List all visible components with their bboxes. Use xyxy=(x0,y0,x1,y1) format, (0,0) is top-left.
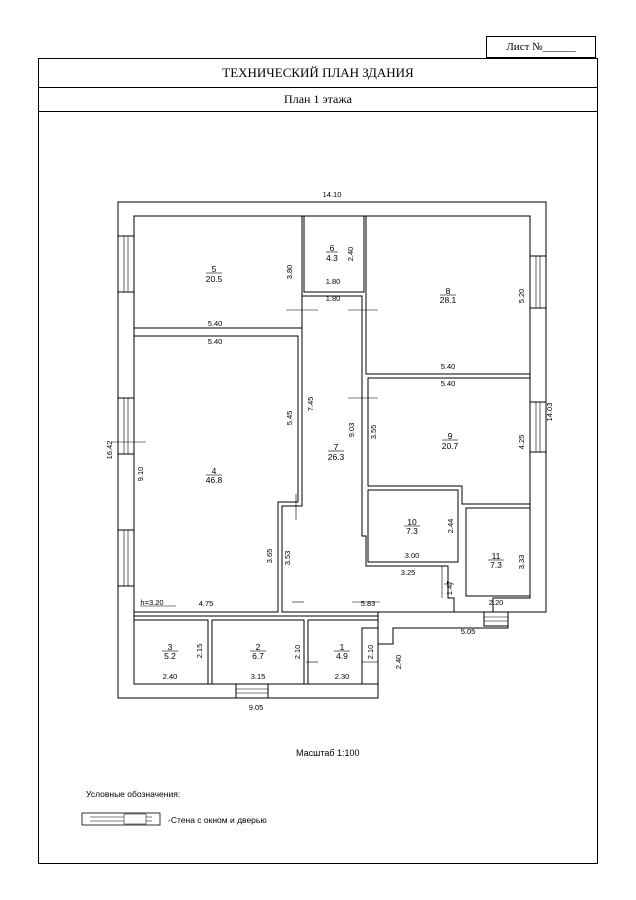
dim-r10-right: 2.44 xyxy=(446,519,455,534)
room-6-area: 4.3 xyxy=(326,253,338,263)
window-right-2 xyxy=(529,401,547,453)
legend-item-label: -Стена с окном и дверью xyxy=(168,815,267,825)
dim-r3-height: 2.15 xyxy=(195,644,204,659)
dim-overall-depth-left: 16.42 xyxy=(105,441,114,460)
dim-r2-width: 3.15 xyxy=(251,672,266,681)
dim-r10-width: 3.00 xyxy=(405,551,420,560)
room-1-outline xyxy=(307,619,379,685)
window-right-1 xyxy=(529,255,547,309)
sheet-number-box: Лист №______ xyxy=(486,36,596,58)
room-10-outline xyxy=(367,489,459,563)
dim-r7-step: 1.47 xyxy=(445,581,454,596)
room-9-area: 20.7 xyxy=(442,441,459,451)
window-left-1 xyxy=(117,235,135,293)
dim-r7-left-b: 3.53 xyxy=(283,551,292,566)
dim-r7-right: 9.03 xyxy=(347,423,356,438)
legend-wall-symbol xyxy=(81,812,161,826)
outer-wall-outer xyxy=(117,201,547,699)
room-9-outline xyxy=(367,377,531,505)
door-bottom xyxy=(235,683,269,699)
dim-r4-right-b: 3.65 xyxy=(265,549,274,564)
outer-wall-inner xyxy=(133,215,531,685)
dim-r1-height: 2.10 xyxy=(366,645,375,660)
scale-label: Масштаб 1:100 xyxy=(296,748,360,758)
dim-r4-width-top: 5.40 xyxy=(208,337,223,346)
room-4-number: 4 xyxy=(212,466,217,476)
room-11-area: 7.3 xyxy=(490,560,502,570)
dim-overall-depth-right: 14.03 xyxy=(545,403,554,422)
dim-r9-left: 3.55 xyxy=(369,425,378,440)
room-5-outline xyxy=(133,215,303,329)
room-7-area: 26.3 xyxy=(328,452,345,462)
room-6-number: 6 xyxy=(330,243,335,253)
dim-overall-width: 14.10 xyxy=(323,190,342,199)
legend-title: Условные обозначения: xyxy=(86,789,181,799)
room-10-area: 7.3 xyxy=(406,526,418,536)
dim-r7-width: 5.83 xyxy=(361,599,376,608)
page-title: ТЕХНИЧЕСКИЙ ПЛАН ЗДАНИЯ xyxy=(222,64,414,80)
dim-r5-height: 3.80 xyxy=(285,265,294,280)
dim-r8-height: 5.20 xyxy=(517,289,526,304)
dim-bottom-width: 9.05 xyxy=(249,703,264,712)
room-4-outline xyxy=(133,335,299,613)
dim-r5-width: 5.40 xyxy=(208,319,223,328)
dim-right-bottom: 5.05 xyxy=(461,627,476,636)
window-left-3 xyxy=(117,529,135,587)
room-9-number: 9 xyxy=(448,431,453,441)
dim-r6-width-a: 1.80 xyxy=(326,277,341,286)
room-5-number: 5 xyxy=(212,264,217,274)
room-7-outline xyxy=(281,295,455,613)
dim-r3-width: 2.40 xyxy=(163,672,178,681)
dim-r11-right: 3.33 xyxy=(517,555,526,570)
room-8-number: 8 xyxy=(446,286,451,296)
dim-r11-width: 2.20 xyxy=(489,598,504,607)
room-1-number: 1 xyxy=(340,642,345,652)
dim-r9-right: 4.25 xyxy=(517,435,526,450)
room-7-number: 7 xyxy=(334,442,339,452)
dim-r4-height: 9.10 xyxy=(136,467,145,482)
room-3-area: 5.2 xyxy=(164,651,176,661)
room-2-number: 2 xyxy=(256,642,261,652)
dim-r9-width: 5.40 xyxy=(441,379,456,388)
ceiling-height: h=3.20 xyxy=(140,598,163,607)
dim-r1-width: 2.30 xyxy=(335,672,350,681)
room-8-area: 28.1 xyxy=(440,295,457,305)
drawing-frame xyxy=(38,58,598,864)
floor-row: План 1 этажа xyxy=(38,88,598,112)
dim-r6-height: 2.40 xyxy=(346,247,355,262)
room-5-area: 20.5 xyxy=(206,274,223,284)
room-3-outline xyxy=(133,619,209,685)
dim-r2-height: 2.10 xyxy=(293,645,302,660)
sheet-number-label: Лист №______ xyxy=(506,41,576,53)
room-10-number: 10 xyxy=(407,517,417,527)
room-4-area: 46.8 xyxy=(206,475,223,485)
door-right-bottom xyxy=(483,611,509,627)
room-11-outline xyxy=(465,507,531,597)
room-6-outline xyxy=(303,215,365,293)
floor-title: План 1 этажа xyxy=(284,92,352,106)
title-row: ТЕХНИЧЕСКИЙ ПЛАН ЗДАНИЯ xyxy=(38,58,598,88)
room-11-number: 11 xyxy=(492,551,501,561)
room-3-number: 3 xyxy=(168,642,173,652)
window-left-2 xyxy=(117,397,135,455)
dim-porch-height: 2.40 xyxy=(394,655,403,670)
room-2-area: 6.7 xyxy=(252,651,264,661)
dim-r6-width-b: 1.80 xyxy=(326,294,341,303)
dim-r4-width: 4.75 xyxy=(199,599,214,608)
room-1-area: 4.9 xyxy=(336,651,348,661)
dim-r7-bottom: 3.25 xyxy=(401,568,416,577)
dim-r8-width: 5.40 xyxy=(441,362,456,371)
dim-r7-left: 7.45 xyxy=(306,397,315,412)
dim-r4-right-a: 5.45 xyxy=(285,411,294,426)
